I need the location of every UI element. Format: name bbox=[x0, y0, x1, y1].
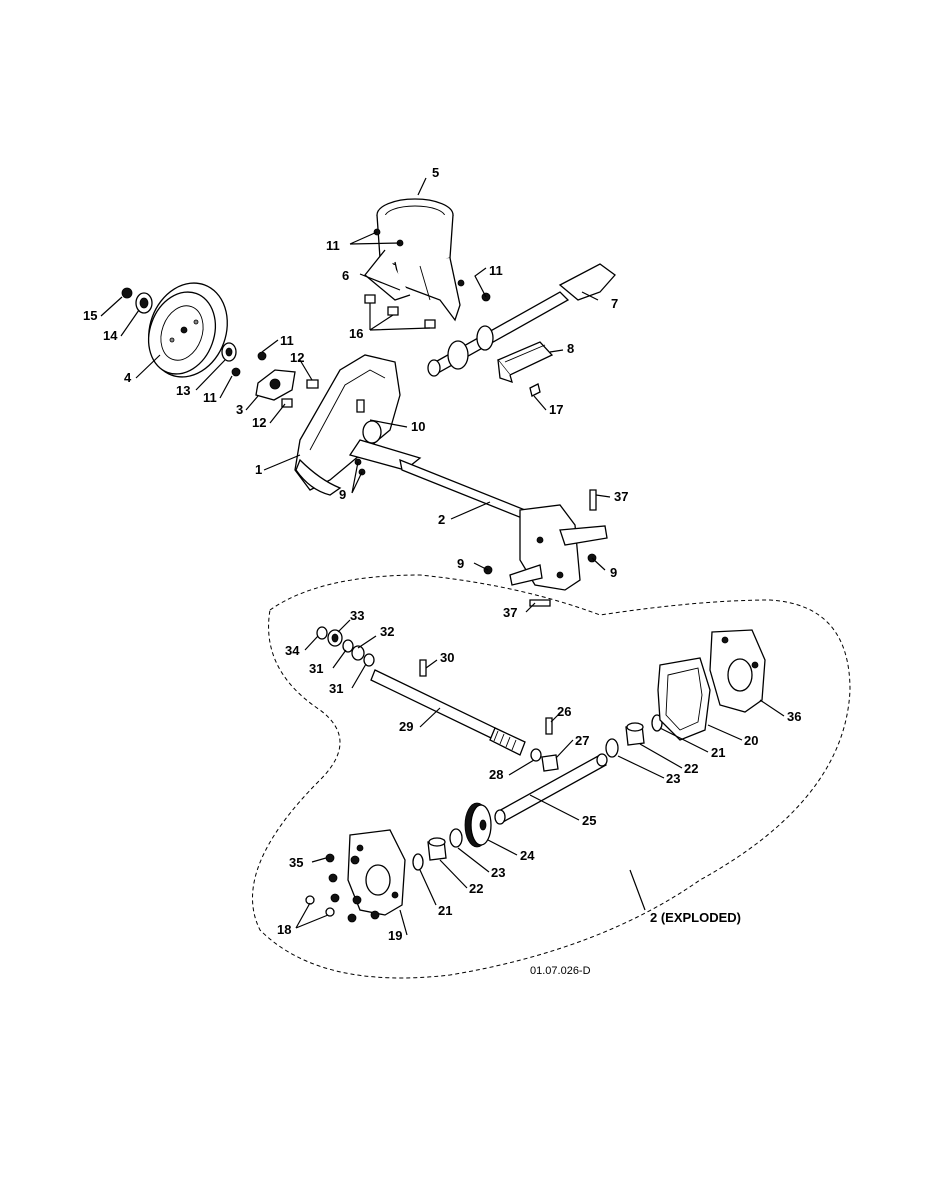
part-5-chute-housing bbox=[364, 198, 461, 322]
part-19-gear-case bbox=[347, 829, 406, 916]
exploded-label: 2 (EXPLODED) bbox=[650, 910, 741, 925]
part-25-axle bbox=[494, 753, 608, 825]
callout-22: 22 bbox=[684, 761, 698, 776]
part-7-crank-shaft bbox=[427, 263, 616, 377]
part-22-bushing-b bbox=[427, 837, 447, 861]
callout-27: 27 bbox=[575, 733, 589, 748]
callout-37: 37 bbox=[503, 605, 517, 620]
callout-23: 23 bbox=[666, 771, 680, 786]
part-23-washer-b bbox=[449, 828, 463, 848]
callout-25: 25 bbox=[582, 813, 596, 828]
part-21-ring-b bbox=[412, 853, 424, 871]
callout-19: 19 bbox=[388, 928, 402, 943]
callout-9: 9 bbox=[610, 565, 617, 580]
callout-11: 11 bbox=[326, 238, 340, 253]
callout-2: 2 bbox=[438, 512, 445, 527]
part-26-key bbox=[545, 717, 553, 735]
callout-33: 33 bbox=[350, 608, 364, 623]
callout-18: 18 bbox=[277, 922, 291, 937]
part-13-bearing bbox=[221, 342, 237, 362]
callout-16: 16 bbox=[349, 326, 363, 341]
callout-35: 35 bbox=[289, 855, 303, 870]
part-23-washer-a bbox=[605, 738, 619, 758]
callout-23: 23 bbox=[491, 865, 505, 880]
callout-12: 12 bbox=[290, 350, 304, 365]
callout-1: 1 bbox=[255, 462, 262, 477]
callout-6: 6 bbox=[342, 268, 349, 283]
part-22-bushing-a bbox=[625, 722, 645, 746]
part-17-pin bbox=[529, 383, 541, 397]
callout-10: 10 bbox=[411, 419, 425, 434]
callout-24: 24 bbox=[520, 848, 535, 863]
callout-11: 11 bbox=[203, 390, 217, 405]
part-34-washer bbox=[316, 626, 328, 640]
part-31-washer-b bbox=[363, 653, 375, 667]
callout-21: 21 bbox=[438, 903, 452, 918]
callout-11: 11 bbox=[489, 263, 503, 278]
part-29-worm-shaft bbox=[370, 669, 526, 756]
part-24-gear bbox=[464, 802, 492, 848]
leader-lines bbox=[100, 177, 785, 936]
part-18-plugs bbox=[305, 895, 335, 917]
part-4-pulley bbox=[148, 282, 228, 378]
callout-11: 11 bbox=[280, 333, 294, 348]
callout-20: 20 bbox=[744, 733, 758, 748]
callout-13: 13 bbox=[176, 383, 190, 398]
diagram-code: 01.07.026-D bbox=[530, 965, 591, 977]
callout-9: 9 bbox=[457, 556, 464, 571]
part-36-cover bbox=[709, 629, 766, 713]
callout-37: 37 bbox=[614, 489, 628, 504]
callout-21: 21 bbox=[711, 745, 725, 760]
callout-22: 22 bbox=[469, 881, 483, 896]
part-28-washer bbox=[530, 748, 542, 762]
part-35-fasteners bbox=[325, 853, 380, 923]
part-20-gasket bbox=[657, 657, 711, 741]
exploded-boundary bbox=[252, 574, 851, 979]
part-1-housing bbox=[294, 354, 422, 496]
part-15-nut bbox=[121, 287, 133, 299]
callout-31: 31 bbox=[329, 681, 343, 696]
callout-36: 36 bbox=[787, 709, 801, 724]
part-32-ring bbox=[351, 645, 365, 661]
callout-31: 31 bbox=[309, 661, 323, 676]
callout-32: 32 bbox=[380, 624, 394, 639]
callout-12: 12 bbox=[252, 415, 266, 430]
callout-9: 9 bbox=[339, 487, 346, 502]
callout-17: 17 bbox=[549, 402, 563, 417]
callout-labels: 5 11 6 11 7 16 15 14 4 11 12 8 13 11 3 1… bbox=[83, 165, 801, 977]
callout-3: 3 bbox=[236, 402, 243, 417]
callout-15: 15 bbox=[83, 308, 97, 323]
part-33-bearing bbox=[327, 629, 343, 647]
part-30-key bbox=[419, 659, 427, 677]
callout-7: 7 bbox=[611, 296, 618, 311]
callout-4: 4 bbox=[124, 370, 132, 385]
callout-26: 26 bbox=[557, 704, 571, 719]
part-2-gearbox bbox=[399, 458, 608, 591]
part-31-washer-a bbox=[342, 639, 354, 653]
callout-8: 8 bbox=[567, 341, 574, 356]
part-3-flange bbox=[255, 369, 296, 401]
callout-30: 30 bbox=[440, 650, 454, 665]
callout-34: 34 bbox=[285, 643, 300, 658]
callout-5: 5 bbox=[432, 165, 439, 180]
callout-29: 29 bbox=[399, 719, 413, 734]
part-14-bearing bbox=[135, 292, 153, 314]
part-27-collar bbox=[541, 754, 559, 772]
part-8-bracket bbox=[496, 341, 554, 384]
callout-14: 14 bbox=[103, 328, 118, 343]
callout-28: 28 bbox=[489, 767, 503, 782]
